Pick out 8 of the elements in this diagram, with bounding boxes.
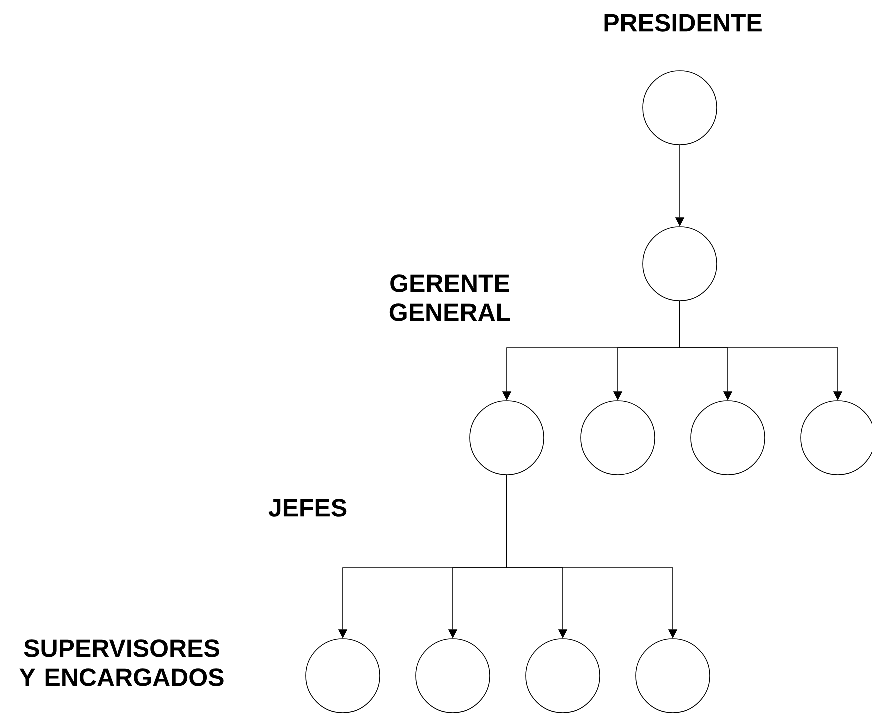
position-label: PRESIDENTE — [604, 14, 762, 32]
position-label: SUPERVISORES Y ENCARGADOS — [20, 640, 224, 686]
org-circle — [642, 226, 718, 302]
org-circle — [580, 400, 656, 476]
org-circle — [690, 400, 766, 476]
position-label: GERENTE GENERAL — [390, 274, 510, 322]
org-circle — [470, 400, 544, 476]
position-label: JEFES — [268, 499, 347, 517]
